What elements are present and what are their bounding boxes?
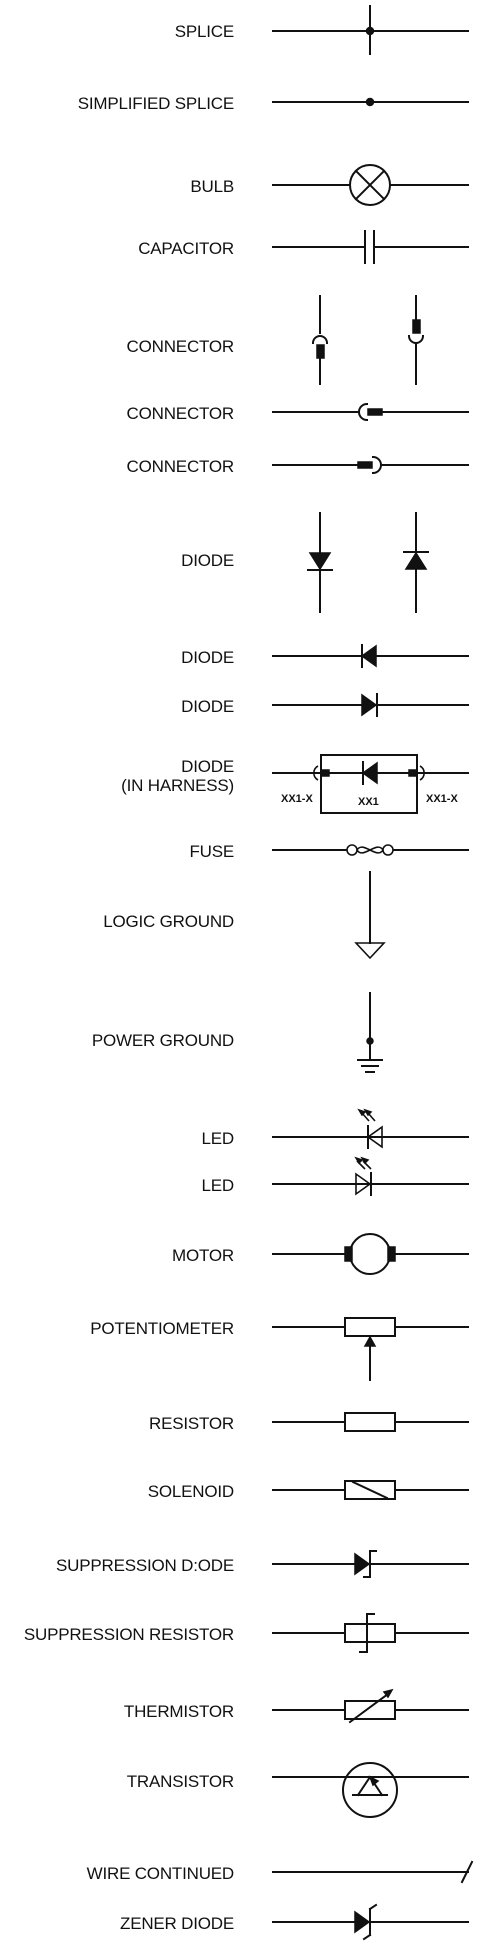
label-diode-vertical: DIODE <box>181 551 234 570</box>
label-suppression-resistor: SUPPRESSION RESISTOR <box>23 1625 234 1644</box>
label-wire-continued: WIRE CONTINUED <box>86 1864 235 1883</box>
connector-vertical-symbol <box>311 295 425 385</box>
wire-continued-symbol <box>272 1860 474 1884</box>
label-splice: SPLICE <box>174 22 234 41</box>
led-2-symbol <box>272 1156 469 1196</box>
harness-tag-left: XX1-X <box>281 793 313 805</box>
label-diode-left: DIODE <box>181 648 234 667</box>
motor-symbol <box>272 1233 469 1275</box>
logic-ground-symbol <box>354 871 386 960</box>
zener-diode-symbol <box>272 1903 469 1941</box>
label-motor: MOTOR <box>172 1246 234 1265</box>
label-suppression-diode: SUPPRESSION D:ODE <box>56 1556 234 1575</box>
label-connector-vertical: CONNECTOR <box>126 337 235 356</box>
splice-symbol <box>272 5 469 55</box>
fuse-symbol <box>272 844 469 856</box>
diode-in-harness-symbol: XX1-X XX1 XX1-X <box>272 754 469 814</box>
diode-right-symbol <box>272 693 469 717</box>
bulb-symbol <box>272 164 469 206</box>
label-potentiometer: POTENTIOMETER <box>90 1319 234 1338</box>
label-power-ground: POWER GROUND <box>91 1031 234 1050</box>
simplified-splice-symbol <box>272 97 469 107</box>
diode-vertical-symbol <box>307 512 429 613</box>
label-fuse: FUSE <box>189 842 234 861</box>
diode-left-symbol <box>272 644 469 668</box>
led-1-symbol <box>272 1108 469 1149</box>
thermistor-symbol <box>272 1688 469 1724</box>
label-led-1: LED <box>201 1129 235 1148</box>
label-logic-ground: LOGIC GROUND <box>103 912 234 931</box>
label-thermistor: THERMISTOR <box>123 1702 234 1721</box>
label-connector-female: CONNECTOR <box>126 404 235 423</box>
potentiometer-symbol <box>272 1317 469 1381</box>
resistor-symbol <box>272 1412 469 1432</box>
harness-tag-right: XX1-X <box>426 793 458 805</box>
suppression-diode-symbol <box>272 1550 469 1578</box>
capacitor-symbol <box>272 230 469 264</box>
label-transistor: TRANSISTOR <box>126 1772 234 1791</box>
label-solenoid: SOLENOID <box>147 1482 234 1501</box>
transistor-symbol <box>272 1762 469 1818</box>
label-zener-diode: ZENER DIODE <box>120 1914 234 1933</box>
label-simplified-splice: SIMPLIFIED SPLICE <box>77 94 234 113</box>
label-capacitor: CAPACITOR <box>138 239 234 258</box>
label-connector-male: CONNECTOR <box>126 457 235 476</box>
label-resistor: RESISTOR <box>149 1414 234 1433</box>
connector-female-symbol <box>272 402 469 422</box>
label-diode-in-harness: DIODE (IN HARNESS) <box>121 757 234 795</box>
label-diode-right: DIODE <box>181 697 234 716</box>
suppression-resistor-symbol <box>272 1613 469 1653</box>
label-bulb: BULB <box>190 177 234 196</box>
harness-tag-center: XX1 <box>358 796 379 808</box>
label-led-2: LED <box>201 1176 235 1195</box>
connector-male-symbol <box>272 455 469 475</box>
power-ground-symbol <box>357 992 383 1073</box>
solenoid-symbol <box>272 1480 469 1500</box>
